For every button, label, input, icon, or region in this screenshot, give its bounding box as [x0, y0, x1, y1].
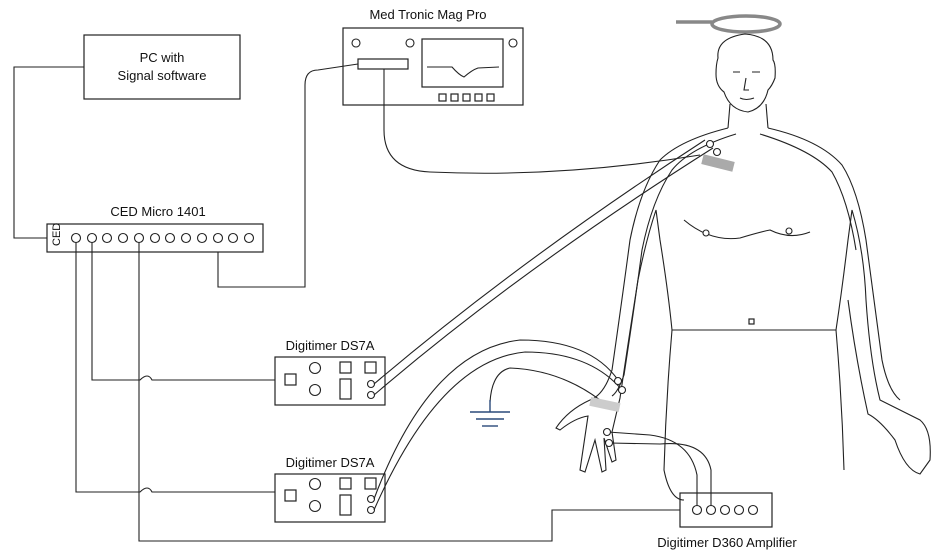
ced-label: CED Micro 1401 — [110, 204, 205, 219]
pc-label-line2: Signal software — [118, 68, 207, 83]
ds7a-bottom-label: Digitimer DS7A — [286, 455, 375, 470]
pc-label-line1: PC with — [140, 50, 185, 65]
d360-device: Digitimer D360 Amplifier — [657, 492, 797, 550]
stimulation-coil — [710, 14, 782, 34]
ds7a-bottom-device: Digitimer DS7A — [274, 455, 386, 523]
ground-symbol — [470, 400, 510, 427]
arm-electrode-pad — [589, 396, 621, 413]
magpro-screen — [421, 38, 504, 88]
neck-electrode-pad — [701, 154, 735, 172]
magpro-buttons — [438, 93, 495, 102]
magpro-label: Med Tronic Mag Pro — [369, 7, 486, 22]
pc-box: PC with Signal software — [83, 34, 241, 100]
wiring — [13, 63, 714, 542]
ds7a-top-label: Digitimer DS7A — [286, 338, 375, 353]
magpro-output-port — [357, 58, 409, 70]
ds7a-top-device: Digitimer DS7A — [274, 338, 386, 406]
d360-label: Digitimer D360 Amplifier — [657, 535, 797, 550]
ced-tag: CED — [51, 223, 63, 246]
magpro-device: Med Tronic Mag Pro — [342, 7, 524, 106]
human-figure — [555, 14, 931, 501]
ced-device: CED Micro 1401 CED — [46, 204, 264, 253]
